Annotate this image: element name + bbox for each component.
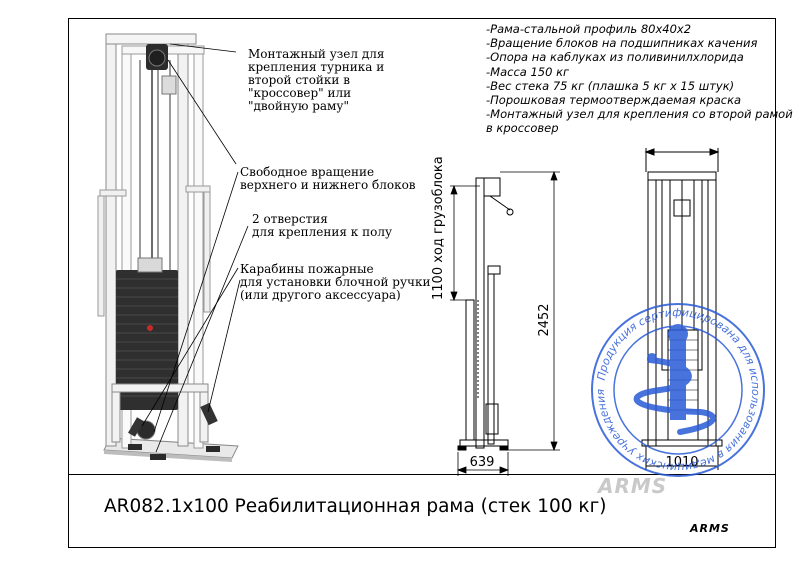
title-block-divider — [68, 474, 776, 475]
product-title: AR082.1х100 Реабилитационная рама (стек … — [104, 496, 607, 517]
callout-carabiners: Карабины пожарные для установки блочной … — [240, 262, 431, 302]
stroke-dimension-label: 1100 ход грузоблока — [431, 156, 446, 300]
depth-dimension-label: 639 — [470, 455, 495, 470]
width-dimension-label: 1010 — [665, 455, 698, 470]
spec-item: -Опора на каблуках из поливинилхлорида — [486, 50, 744, 65]
brand-logo-small: ARMS — [690, 522, 730, 535]
spec-item: -Рама-стальной профиль 80х40х2 — [486, 22, 692, 36]
callout-floor-holes: 2 отверстия для крепления к полу — [252, 212, 393, 239]
dimension-lines-side — [450, 170, 560, 476]
specification-list: -Рама-стальной профиль 80х40х2 -Вращение… — [486, 22, 793, 136]
brand-logo-large: ARMS — [598, 474, 668, 498]
callout-mount-node: Монтажный узел для крепления турника и в… — [248, 47, 385, 113]
spec-item: -Вес стека 75 кг (плашка 5 кг х 15 штук) — [486, 78, 735, 93]
spec-item: в кроссовер — [486, 121, 559, 136]
spec-item: -Монтажный узел для крепления со второй … — [486, 107, 793, 122]
leader-lines — [141, 43, 249, 453]
height-dimension-label: 2452 — [537, 303, 552, 336]
drawing-sheet-border — [68, 18, 776, 548]
spec-item: -Масса 150 кг — [486, 64, 570, 79]
callout-pulley-rotation: Свободное вращение верхнего и нижнего бл… — [240, 165, 416, 192]
spec-item: -Порошковая термоотверждаемая краска — [486, 93, 742, 108]
side-view-drawing — [457, 177, 514, 451]
machine-render — [97, 33, 239, 462]
spec-item: -Вращение блоков на подшипниках качения — [486, 36, 758, 51]
